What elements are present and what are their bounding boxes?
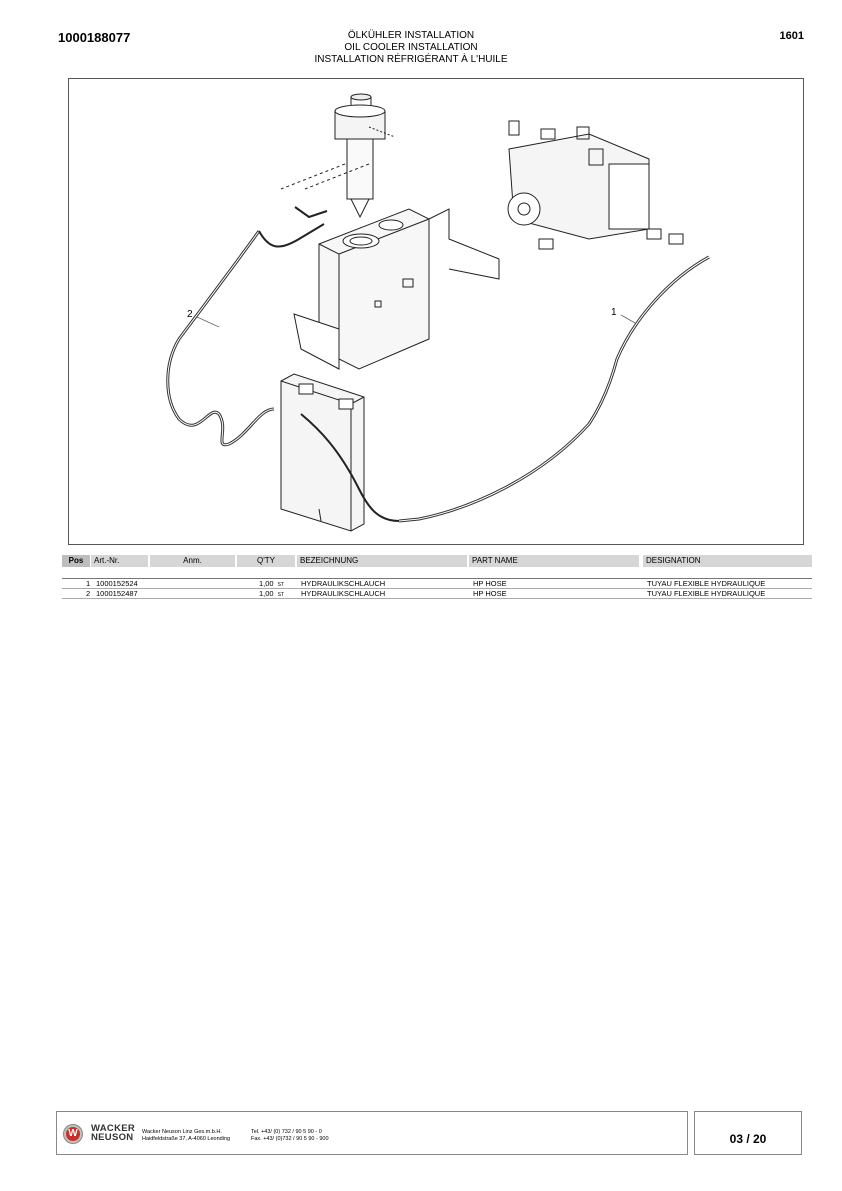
row-bezeichnung: HYDRAULIKSCHLAUCH [301, 589, 386, 598]
header-part-name: PART NAME [469, 555, 639, 567]
row-designation: TUYAU FLEXIBLE HYDRAULIQUE [647, 589, 766, 598]
header-designation: DESIGNATION [643, 555, 812, 567]
callout-2: 2 [187, 309, 193, 320]
wacker-neuson-logo-icon: W [63, 1124, 83, 1144]
parts-table: Pos Art.-Nr. Anm. Q'TY BEZEICHNUNG PART … [62, 555, 812, 599]
row-bezeichnung: HYDRAULIKSCHLAUCH [301, 579, 386, 588]
title-english: OIL COOLER INSTALLATION [344, 42, 478, 53]
row-pos: 1 [86, 579, 91, 588]
hose-2 [166, 230, 275, 447]
row-part-name: HP HOSE [473, 589, 507, 598]
title-german: ÖLKÜHLER INSTALLATION [347, 30, 475, 41]
exploded-view-figure: 2 1 [68, 78, 804, 545]
header-qty: Q'TY [237, 555, 295, 567]
row-part-name: HP HOSE [473, 579, 507, 588]
header-divider [62, 578, 812, 579]
hose-1 [398, 255, 710, 523]
header-anm: Anm. [150, 555, 235, 567]
contact-info: Tel. +43/ (0) 732 / 90 5 90 - 0 Fax. +43… [251, 1129, 329, 1142]
row-pos: 2 [86, 589, 91, 598]
title-french: INSTALLATION RÉFRIGÉRANT À L'HUILE [314, 54, 508, 65]
table-header: Pos Art.-Nr. Anm. Q'TY BEZEICHNUNG PART … [62, 555, 812, 568]
connecting-pipes [258, 206, 400, 522]
footer: W WACKER NEUSON Wacker Neuson Linz Ges.m… [56, 1111, 688, 1155]
header-pos: Pos [62, 555, 90, 567]
row-art-nr: 1000152487 [96, 589, 138, 598]
logo-wordmark: WACKER NEUSON [91, 1123, 136, 1143]
title-block: ÖLKÜHLER INSTALLATION OIL COOLER INSTALL… [250, 30, 572, 66]
pump-assembly [507, 120, 684, 250]
row-art-nr: 1000152524 [96, 579, 138, 588]
header-bezeichnung: BEZEICHNUNG [297, 555, 467, 567]
oil-cooler [280, 373, 365, 532]
callout-1: 1 [611, 307, 617, 318]
company-address: Wacker Neuson Linz Ges.m.b.H. Haidfeldst… [142, 1129, 231, 1142]
page-number: 03 / 20 [694, 1111, 802, 1155]
oil-cooler-drawing [166, 93, 710, 532]
row-designation: TUYAU FLEXIBLE HYDRAULIQUE [647, 579, 766, 588]
document-number: 1000188077 [58, 30, 131, 45]
hydraulic-tank [293, 208, 500, 370]
page-code: 1601 [779, 30, 804, 42]
filter-assembly [280, 93, 396, 219]
header-art-nr: Art.-Nr. [91, 555, 148, 567]
